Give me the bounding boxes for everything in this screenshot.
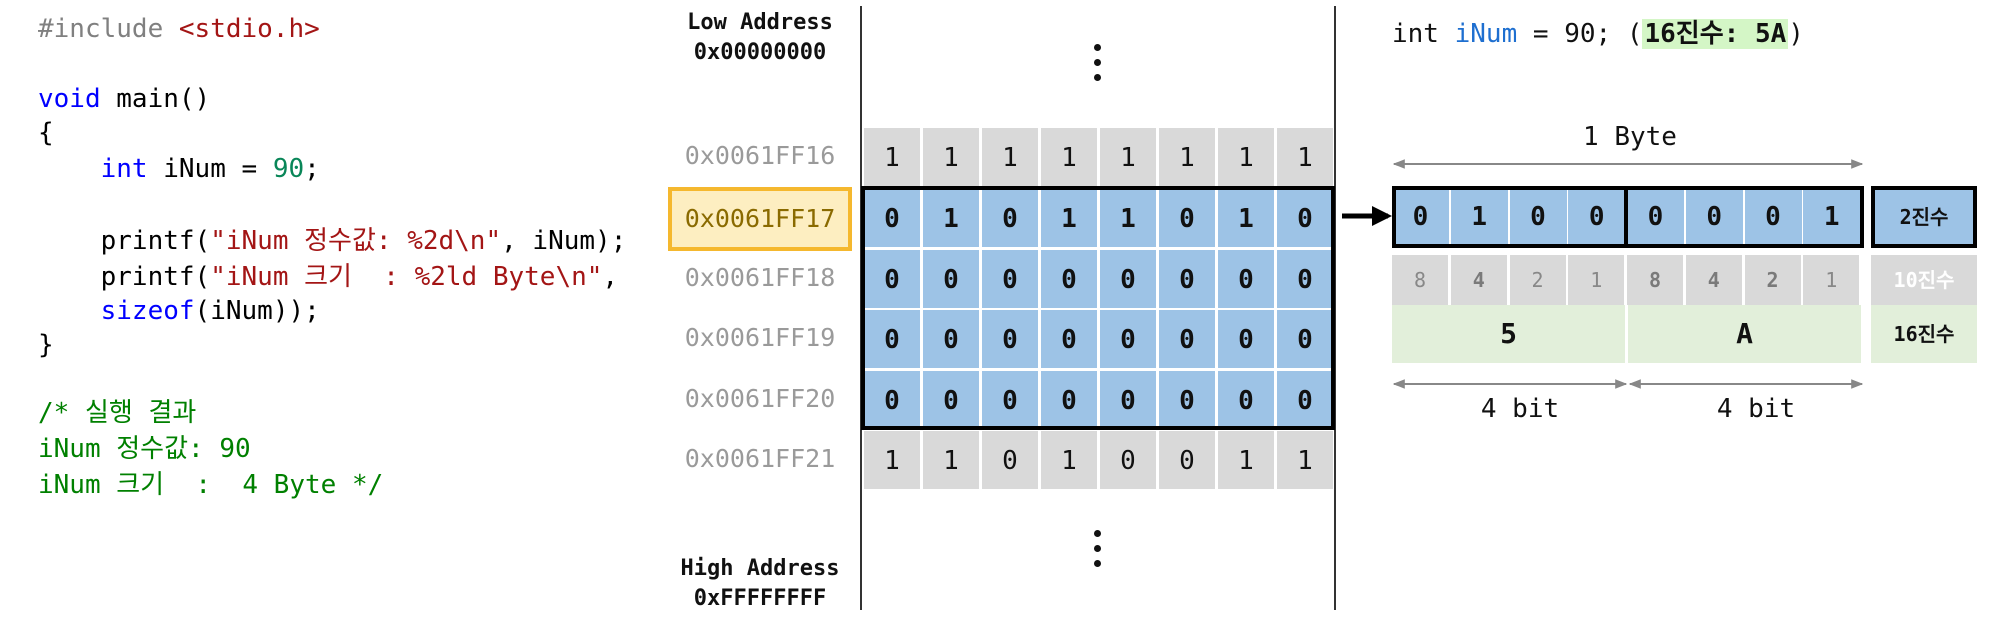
memory-bit-cell: 0 bbox=[1099, 430, 1157, 490]
memory-right-border bbox=[1334, 6, 1336, 610]
code-line-brace-close: } bbox=[38, 330, 54, 360]
memory-bit-cell: 1 bbox=[863, 430, 921, 490]
memory-bit-cell: 0 bbox=[1158, 309, 1216, 369]
memory-bit-cell: 0 bbox=[1276, 370, 1334, 430]
bit-weight-cell: 4 bbox=[1450, 255, 1509, 305]
high-address-heading: High Address 0xFFFFFFFF bbox=[680, 556, 840, 611]
memory-bit-cell: 0 bbox=[1099, 249, 1157, 309]
bit-weight-cell: 1 bbox=[1568, 255, 1627, 305]
code-line-printf1: printf("iNum 정수값: %2d\n", iNum); bbox=[100, 226, 627, 256]
label-binary: 2진수 bbox=[1871, 186, 1977, 248]
binary-bit-cell: 0 bbox=[1685, 186, 1744, 248]
code-line-decl: int iNum = 90; bbox=[100, 154, 320, 184]
memory-bit-cell: 1 bbox=[1217, 127, 1275, 187]
memory-bit-cell: 0 bbox=[1158, 249, 1216, 309]
memory-bit-cell: 0 bbox=[1158, 188, 1216, 248]
ellipsis-bottom-icon bbox=[1087, 530, 1107, 575]
bit-weight-cell: 8 bbox=[1392, 255, 1450, 305]
nibble-label-low: 4 bit bbox=[1716, 394, 1796, 424]
memory-bit-cell: 1 bbox=[922, 127, 980, 187]
memory-bit-cell: 1 bbox=[1217, 188, 1275, 248]
nibble-outline-high bbox=[1392, 186, 1628, 248]
code-line-brace-open: { bbox=[38, 118, 54, 148]
low-address-heading: Low Address 0x00000000 bbox=[687, 10, 833, 65]
binary-bit-cell: 0 bbox=[1627, 186, 1685, 248]
memory-bit-cell: 1 bbox=[1040, 430, 1098, 490]
memory-bit-cell: 1 bbox=[981, 127, 1039, 187]
memory-bit-cell: 0 bbox=[981, 309, 1039, 369]
binary-bit-cell: 1 bbox=[1450, 186, 1509, 248]
memory-bit-cell: 0 bbox=[1276, 249, 1334, 309]
label-decimal: 10진수 bbox=[1871, 255, 1977, 305]
memory-bit-cell: 0 bbox=[863, 370, 921, 430]
code-line-printf2: printf("iNum 크기 : %2ld Byte\n", bbox=[100, 262, 619, 292]
hex-digit-low: A bbox=[1628, 305, 1861, 363]
code-line-main: void main() bbox=[38, 84, 211, 114]
memory-bit-cell: 1 bbox=[1040, 188, 1098, 248]
memory-bit-cell: 0 bbox=[981, 370, 1039, 430]
hex-digit-high: 5 bbox=[1392, 305, 1625, 363]
address-label: 0x0061FF18 bbox=[684, 263, 836, 292]
code-comment-line3: iNum 크기 : 4 Byte */ bbox=[38, 470, 384, 500]
memory-bit-cell: 0 bbox=[1099, 370, 1157, 430]
memory-bit-cell: 1 bbox=[1099, 127, 1157, 187]
ellipsis-top-icon bbox=[1087, 44, 1107, 89]
address-label: 0x0061FF16 bbox=[684, 141, 836, 170]
memory-bit-cell: 1 bbox=[1217, 430, 1275, 490]
bit-weight-cell: 4 bbox=[1685, 255, 1744, 305]
memory-bit-cell: 0 bbox=[1217, 309, 1275, 369]
memory-bit-cell: 0 bbox=[863, 309, 921, 369]
label-hexadecimal: 16진수 bbox=[1871, 305, 1977, 363]
memory-bit-cell: 0 bbox=[1217, 370, 1275, 430]
binary-bit-cell: 1 bbox=[1803, 186, 1862, 248]
memory-bit-cell: 0 bbox=[981, 249, 1039, 309]
memory-bit-cell: 0 bbox=[1276, 309, 1334, 369]
binary-bit-cell: 0 bbox=[1744, 186, 1803, 248]
memory-bit-cell: 0 bbox=[922, 249, 980, 309]
memory-bit-cell: 0 bbox=[981, 430, 1039, 490]
memory-bit-cell: 0 bbox=[863, 249, 921, 309]
memory-bit-cell: 0 bbox=[1158, 370, 1216, 430]
address-label-highlighted: 0x0061FF17 bbox=[668, 187, 852, 251]
memory-bit-cell: 0 bbox=[922, 370, 980, 430]
bit-weight-cell: 2 bbox=[1509, 255, 1568, 305]
address-label: 0x0061FF21 bbox=[684, 444, 836, 473]
memory-bit-cell: 0 bbox=[1040, 249, 1098, 309]
code-comment-line1: /* 실행 결과 bbox=[38, 398, 197, 428]
bit-weight-cell: 1 bbox=[1803, 255, 1862, 305]
byte-label: 1 Byte bbox=[1583, 122, 1677, 152]
code-comment-line2: iNum 정수값: 90 bbox=[38, 434, 251, 464]
code-line-include: #include <stdio.h> bbox=[38, 14, 320, 44]
memory-bit-cell: 1 bbox=[863, 127, 921, 187]
memory-bit-cell: 1 bbox=[922, 430, 980, 490]
declaration-text: int iNum = 90; (16진수: 5A) bbox=[1392, 19, 1804, 49]
memory-bit-cell: 0 bbox=[1217, 249, 1275, 309]
code-line-sizeof: sizeof(iNum)); bbox=[100, 296, 320, 326]
memory-bit-cell: 0 bbox=[981, 188, 1039, 248]
memory-bit-cell: 0 bbox=[1099, 309, 1157, 369]
memory-bit-cell: 0 bbox=[922, 309, 980, 369]
binary-bit-cell: 0 bbox=[1392, 186, 1450, 248]
binary-bit-cell: 0 bbox=[1509, 186, 1568, 248]
memory-bit-cell: 0 bbox=[1040, 309, 1098, 369]
bit-weight-cell: 2 bbox=[1744, 255, 1803, 305]
address-label: 0x0061FF20 bbox=[684, 384, 836, 413]
address-label: 0x0061FF19 bbox=[684, 323, 836, 352]
bit-weight-cell: 8 bbox=[1627, 255, 1685, 305]
binary-bit-cell: 0 bbox=[1568, 186, 1627, 248]
memory-bit-cell: 1 bbox=[1276, 430, 1334, 490]
nibble-outline-low bbox=[1624, 186, 1864, 248]
memory-bit-cell: 0 bbox=[1158, 430, 1216, 490]
memory-bit-cell: 1 bbox=[1276, 127, 1334, 187]
memory-bit-cell: 1 bbox=[922, 188, 980, 248]
nibble-label-high: 4 bit bbox=[1480, 394, 1560, 424]
